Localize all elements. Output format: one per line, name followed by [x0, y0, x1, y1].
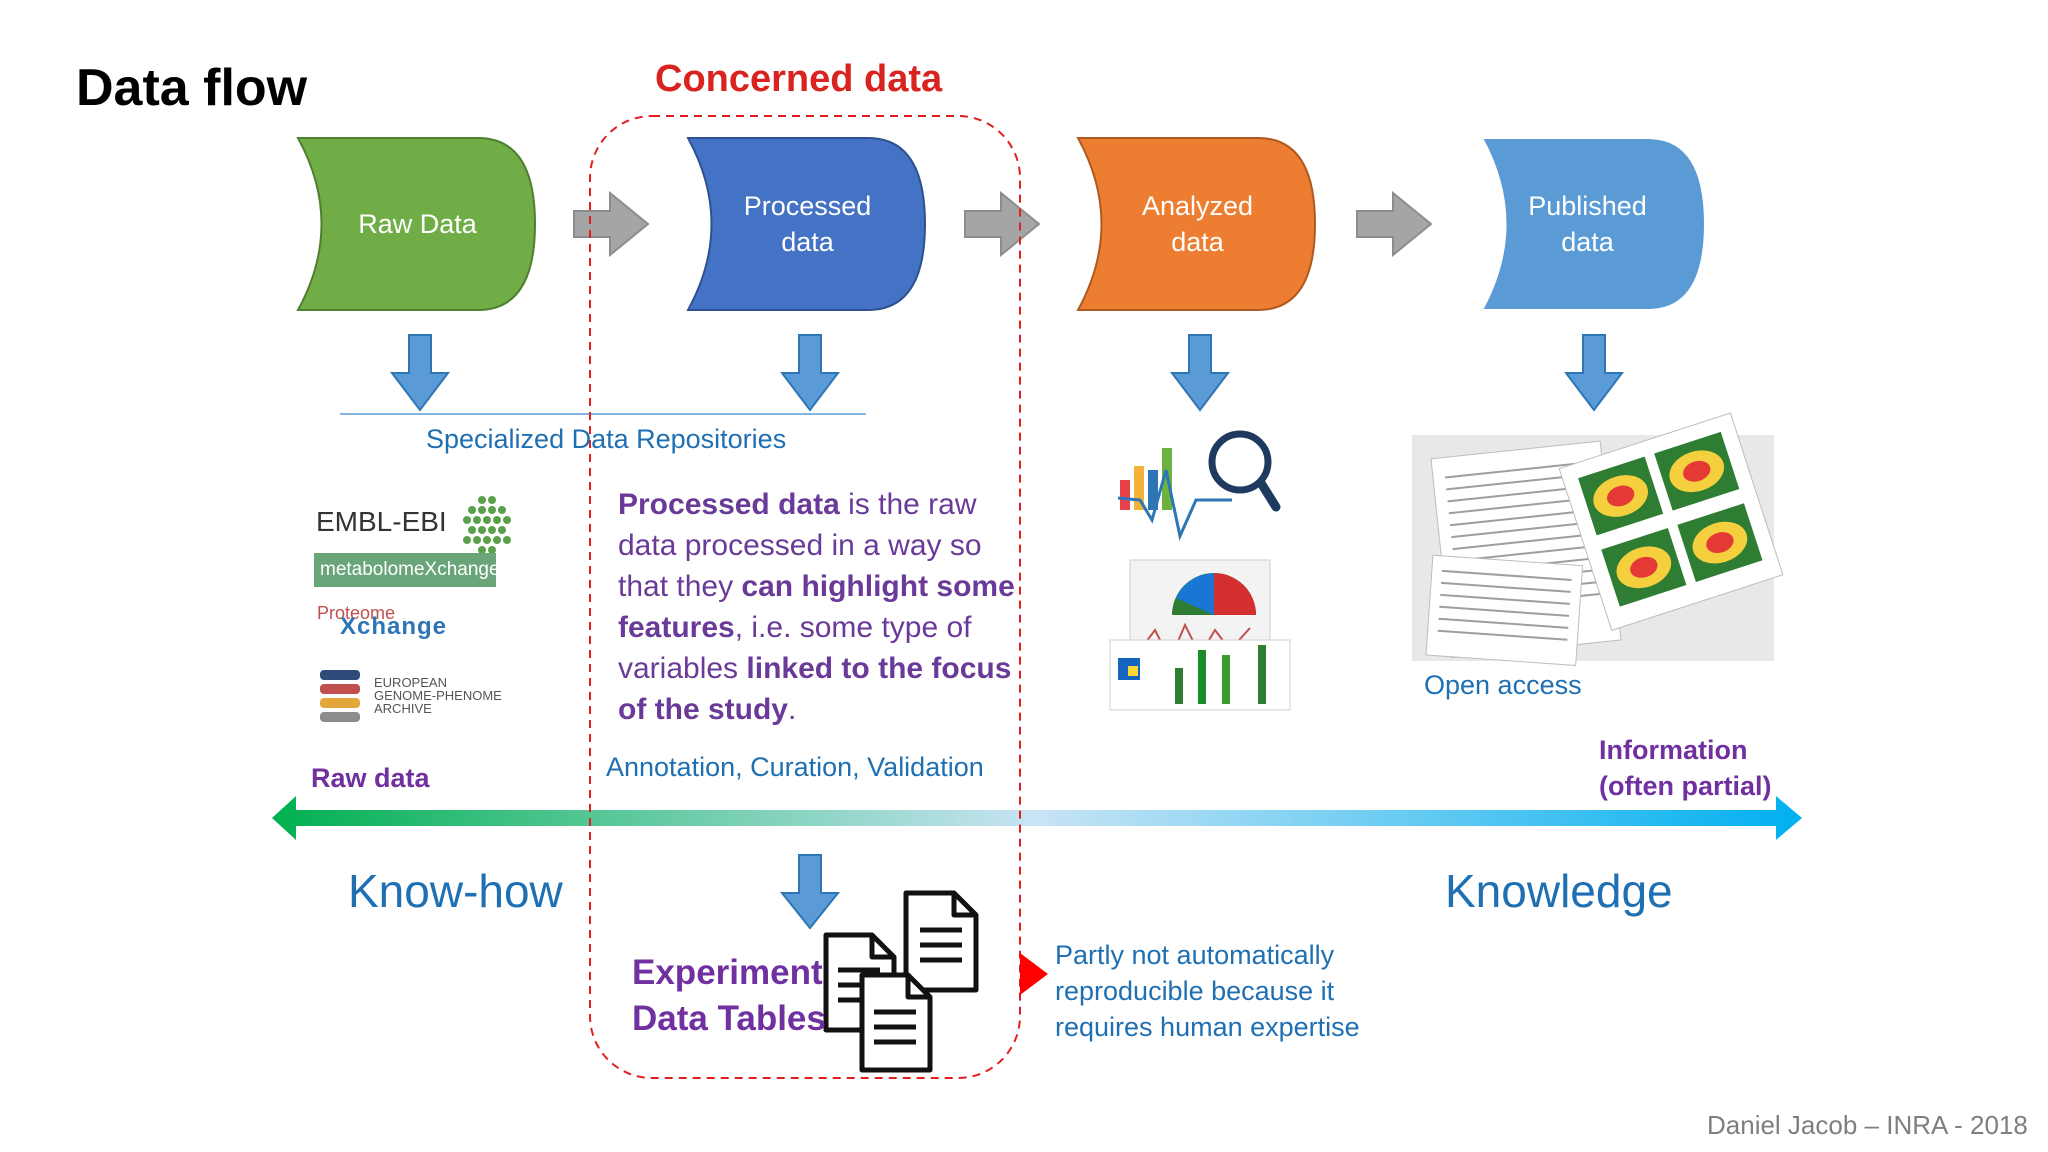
down-arrow-published [1563, 334, 1625, 412]
experiment-data-tables-label: Experiment Data Tables [632, 950, 826, 1042]
processed-data-label: Processed data [743, 191, 872, 257]
flow-arrow-3 [1356, 190, 1433, 258]
metabolomexchange-logo: metabolomeXchange [314, 553, 500, 587]
desc-text-6: . [788, 693, 797, 726]
repositories-label: Specialized Data Repositories [426, 424, 787, 454]
experiment-line1: Experiment [632, 953, 823, 992]
ega-icon [320, 670, 360, 722]
published-data-label: Published data [1528, 191, 1647, 257]
slide-title: Data flow [76, 59, 308, 117]
down-arrow-processed [779, 334, 841, 412]
red-pointer [1020, 953, 1048, 995]
reproducibility-note: Partly not automatically reproducible be… [1055, 940, 1360, 1042]
analyzed-data-stage [1076, 137, 1317, 311]
axis-right-line1: Information [1599, 735, 1748, 765]
experiment-line2: Data Tables [632, 999, 826, 1038]
published-papers-icon [1412, 412, 1784, 666]
raw-data-label: Raw Data [358, 209, 477, 239]
concerned-data-title: Concerned data [655, 58, 943, 100]
dashboard-chart-icon [1109, 559, 1291, 711]
concerned-data-box [589, 115, 1021, 1079]
ega-logo: EUROPEAN GENOME-PHENOME ARCHIVE [374, 675, 502, 716]
processed-data-description: Processed data is the raw data processed… [618, 484, 1018, 730]
proteomexchange-logo-top: Proteome [317, 603, 396, 623]
down-arrow-raw [389, 334, 451, 412]
knowledge-label: Knowledge [1445, 865, 1673, 917]
published-data-stage [1480, 137, 1707, 311]
desc-bold-3: can highlight some features [618, 570, 1015, 644]
annotation-label: Annotation, Curation, Validation [606, 752, 984, 782]
raw-data-stage [296, 137, 537, 311]
axis-right-line2: (often partial) [1599, 771, 1772, 801]
axis-left-label: Raw data [311, 763, 430, 793]
proteomexchange-logo-bottom: Xchange [340, 613, 448, 640]
know-how-label: Know-how [348, 865, 563, 917]
axis-right-label: Information (often partial) [1599, 732, 1772, 804]
flow-arrow-1 [573, 190, 650, 258]
knowledge-axis-arrow [272, 796, 1802, 840]
analysis-chart-icon [1117, 430, 1281, 541]
processed-data-stage [686, 137, 927, 311]
desc-bold-5: linked to the focus of the study [618, 652, 1012, 726]
down-arrow-analyzed [1169, 334, 1231, 412]
embl-ebi-logo: EMBL-EBI [316, 506, 447, 537]
desc-text-4: , i.e. some type of variables [618, 611, 972, 685]
analyzed-data-label: Analyzed data [1141, 191, 1254, 257]
open-access-label: Open access [1424, 670, 1582, 700]
credit-footer: Daniel Jacob – INRA - 2018 [1707, 1110, 2028, 1140]
embl-ebi-icon [463, 496, 511, 554]
flow-arrow-2 [964, 190, 1041, 258]
desc-text-2: is the raw data processed in a way so th… [618, 488, 982, 603]
down-arrow-experiment [779, 854, 841, 930]
documents-icon [823, 890, 979, 1073]
desc-bold-1: Processed data [618, 488, 840, 521]
